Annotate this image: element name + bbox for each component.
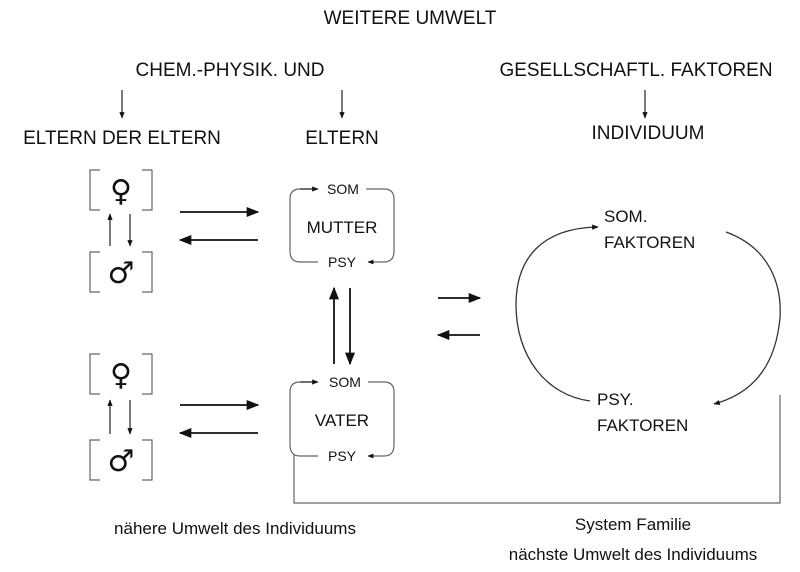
header-eltern-der-eltern: ELTERN DER ELTERN bbox=[23, 128, 221, 149]
male-symbol-icon: ♂ bbox=[108, 444, 135, 479]
vater-label: VATER bbox=[315, 411, 369, 430]
cycle-arc-right bbox=[713, 231, 781, 405]
bracket-right bbox=[142, 439, 153, 481]
box-right-edge bbox=[367, 381, 395, 459]
header-eltern: ELTERN bbox=[305, 128, 379, 149]
bracket-right bbox=[142, 169, 153, 211]
individuum-cycle: SOM. FAKTOREN PSY. FAKTOREN bbox=[515, 207, 781, 435]
female-symbol-icon: ♀ bbox=[110, 174, 132, 209]
bracket-left bbox=[89, 251, 100, 293]
mutter-box: SOM MUTTER PSY bbox=[289, 181, 395, 270]
vater-psy-label: PSY bbox=[328, 448, 357, 464]
box-left-edge bbox=[289, 188, 318, 263]
female-symbol-icon: ♀ bbox=[110, 358, 132, 393]
bracket-left bbox=[89, 353, 100, 395]
bracket-left bbox=[89, 169, 100, 211]
box-right-edge bbox=[366, 188, 395, 265]
som-faktoren-line2: FAKTOREN bbox=[604, 233, 695, 252]
header-individuum: INDIVIDUUM bbox=[592, 123, 705, 144]
label-naechste-umwelt: nächste Umwelt des Individuums bbox=[509, 545, 758, 564]
label-system-familie: System Familie bbox=[575, 515, 691, 534]
mutter-psy-label: PSY bbox=[328, 254, 357, 270]
vater-box: SOM VATER PSY bbox=[289, 374, 395, 464]
system-familie-bracket bbox=[293, 395, 781, 504]
male-symbol-icon: ♂ bbox=[108, 256, 135, 291]
mutter-label: MUTTER bbox=[307, 218, 378, 237]
label-naehere-umwelt: nähere Umwelt des Individuums bbox=[114, 519, 356, 538]
bracket-right bbox=[142, 251, 153, 293]
psy-faktoren-line1: PSY. bbox=[597, 390, 634, 409]
box-left-edge bbox=[289, 381, 318, 457]
label-gesellschaftl-faktoren: GESELLSCHAFTL. FAKTOREN bbox=[499, 60, 772, 81]
title-weitere-umwelt: WEITERE UMWELT bbox=[324, 8, 497, 29]
cycle-arc-left bbox=[515, 224, 599, 402]
grandparents-upper: ♀ ♂ bbox=[89, 169, 153, 293]
bracket-left bbox=[89, 439, 100, 481]
grandparents-lower: ♀ ♂ bbox=[89, 353, 153, 481]
som-faktoren-line1: SOM. bbox=[604, 207, 647, 226]
vater-som-label: SOM bbox=[329, 374, 361, 390]
bracket-right bbox=[142, 353, 153, 395]
label-chem-physik: CHEM.-PHYSIK. UND bbox=[136, 60, 325, 81]
mutter-som-label: SOM bbox=[327, 181, 359, 197]
psy-faktoren-line2: FAKTOREN bbox=[597, 416, 688, 435]
